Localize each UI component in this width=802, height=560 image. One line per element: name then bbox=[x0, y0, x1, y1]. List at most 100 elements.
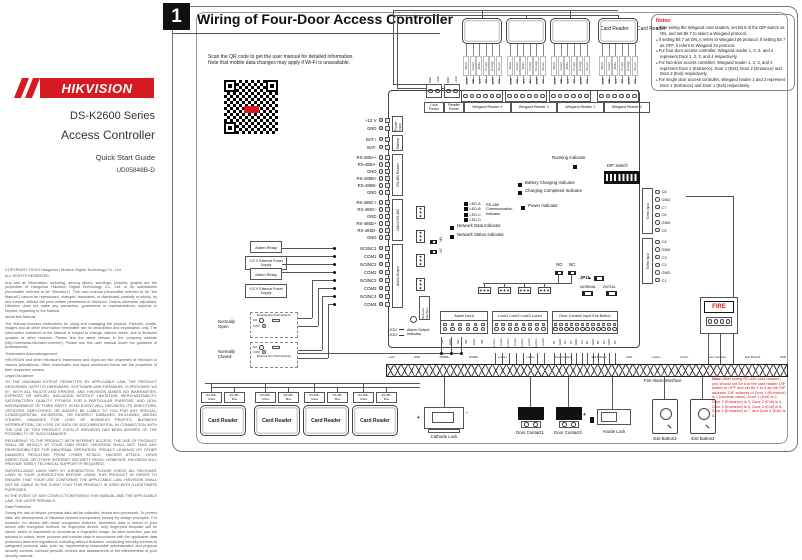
wire bbox=[614, 353, 616, 364]
terminal-icon bbox=[493, 321, 500, 333]
running-indicator-label: Running Indicator bbox=[552, 155, 586, 160]
jumper-icon bbox=[606, 291, 617, 296]
terminal-icon bbox=[527, 93, 532, 99]
wire bbox=[483, 283, 572, 284]
terminal-row: GND bbox=[306, 168, 390, 175]
pin-label: W0 bbox=[471, 78, 475, 84]
battery-terminals: BAT+BAT- bbox=[306, 135, 390, 151]
legal-paragraph: Any and all information, including, amon… bbox=[5, 280, 157, 314]
pin-label: W0 bbox=[515, 78, 519, 84]
wire-color-label: Brown bbox=[631, 56, 638, 76]
title-underline bbox=[172, 33, 440, 34]
wire-tag-plus: RS-485+Yellow bbox=[353, 392, 374, 403]
pin-label: BZ bbox=[528, 79, 532, 83]
detector-caption: External Anti-Theft Detector bbox=[256, 313, 292, 317]
resistor-icon bbox=[271, 318, 280, 322]
terminal-row: RS-485D- bbox=[306, 227, 390, 234]
wire bbox=[568, 377, 569, 407]
diode-icon bbox=[590, 417, 594, 423]
wire bbox=[282, 264, 336, 265]
note-item: After wiring the Wiegand card readers, s… bbox=[656, 25, 790, 36]
led-icon bbox=[464, 218, 468, 223]
led-icon bbox=[464, 201, 468, 206]
junction-dot bbox=[333, 263, 336, 266]
product-name: Access Controller bbox=[60, 128, 155, 142]
running-indicator-led-icon bbox=[573, 165, 577, 169]
wire bbox=[664, 377, 665, 399]
pin-label: BZ bbox=[572, 79, 576, 83]
controller-board bbox=[388, 90, 640, 348]
wire-color-label: Green bbox=[513, 56, 520, 76]
led-row: LED-C bbox=[464, 212, 481, 218]
junction-dot bbox=[333, 279, 336, 282]
terminal-row: COM2 bbox=[306, 268, 390, 276]
terminal-icon bbox=[456, 321, 464, 333]
arrow-icon bbox=[667, 424, 672, 429]
anode-lock-window bbox=[601, 412, 617, 422]
button-circle-icon bbox=[660, 408, 672, 420]
terminal-row: GND bbox=[306, 189, 390, 196]
terminal-icon bbox=[449, 321, 457, 333]
charging-completed-label: Charging Completed Indicator bbox=[525, 188, 583, 193]
terminal-icon bbox=[601, 321, 606, 333]
card-reader-box: Card Reader bbox=[352, 405, 398, 436]
wire-tag-minus: RS-485-Blue bbox=[376, 392, 397, 403]
wire-color-label: Orange bbox=[533, 56, 540, 76]
strip-title: Alarm Input bbox=[440, 311, 488, 321]
network-interface-label: Network Interface bbox=[419, 296, 430, 320]
normal-label: NORMAL bbox=[580, 285, 597, 289]
terminal-icon bbox=[590, 321, 596, 333]
legal-paragraph: The Manual includes instructions for usi… bbox=[5, 321, 157, 350]
terminal-icon bbox=[574, 321, 580, 333]
pin-label: ERR bbox=[534, 77, 539, 85]
wire bbox=[318, 288, 319, 326]
duct-label: Door Contact1 bbox=[554, 355, 573, 359]
led-row: LED2 bbox=[388, 333, 404, 339]
qr-finder-icon bbox=[224, 122, 236, 134]
wire bbox=[708, 326, 709, 364]
battery-charging-led-icon bbox=[518, 183, 522, 187]
wire bbox=[526, 15, 527, 18]
pin-label: GND bbox=[464, 77, 469, 85]
duct-label: GND bbox=[413, 355, 421, 359]
wire bbox=[212, 387, 420, 388]
led-icon bbox=[464, 207, 468, 212]
legal-paragraph: ALL RIGHTS RESERVED. bbox=[5, 274, 50, 279]
junction-dot bbox=[440, 352, 443, 355]
wire bbox=[314, 383, 315, 392]
network-status-label: Network Status Indicator bbox=[457, 232, 504, 237]
note-text: After wiring RS-485 card readers, you sh… bbox=[712, 376, 786, 418]
legal-paragraph: REGARDING TO THE PRODUCT WITH INTERNET A… bbox=[5, 438, 157, 467]
duct-label: Lock1- bbox=[526, 355, 535, 359]
wire bbox=[544, 283, 545, 287]
wire-color-label: Orange bbox=[625, 56, 632, 76]
pin-label: OK bbox=[585, 78, 589, 84]
wire bbox=[565, 353, 567, 364]
pin-label: IN2 bbox=[456, 339, 460, 345]
wire bbox=[322, 296, 323, 350]
jp11-arrow-icon: ▶ bbox=[589, 276, 592, 280]
qr-instructions: Scan the QR code to get the user manual … bbox=[208, 54, 370, 67]
pin-label: COM bbox=[253, 349, 260, 354]
wire-color-label: White bbox=[564, 56, 571, 76]
wire bbox=[234, 387, 235, 392]
jumper-icon bbox=[498, 287, 511, 294]
group-label-alarm-output: Alarm Output bbox=[392, 244, 403, 308]
wire-color-label: Green bbox=[557, 56, 564, 76]
wire-tag-plus: RS-485+Yellow bbox=[304, 392, 325, 403]
terminal-icon bbox=[580, 321, 585, 333]
terminal-icon bbox=[520, 321, 527, 333]
rs485-comm-label: RS-485 Communication Indicator bbox=[486, 203, 513, 216]
jumper-icon bbox=[568, 271, 576, 275]
pin-label: ERR bbox=[578, 77, 583, 85]
wire bbox=[298, 350, 322, 351]
bar-segment-label: Lock Power bbox=[424, 102, 444, 113]
terminal-icon bbox=[507, 93, 512, 99]
pin-label: ERR bbox=[490, 77, 495, 85]
